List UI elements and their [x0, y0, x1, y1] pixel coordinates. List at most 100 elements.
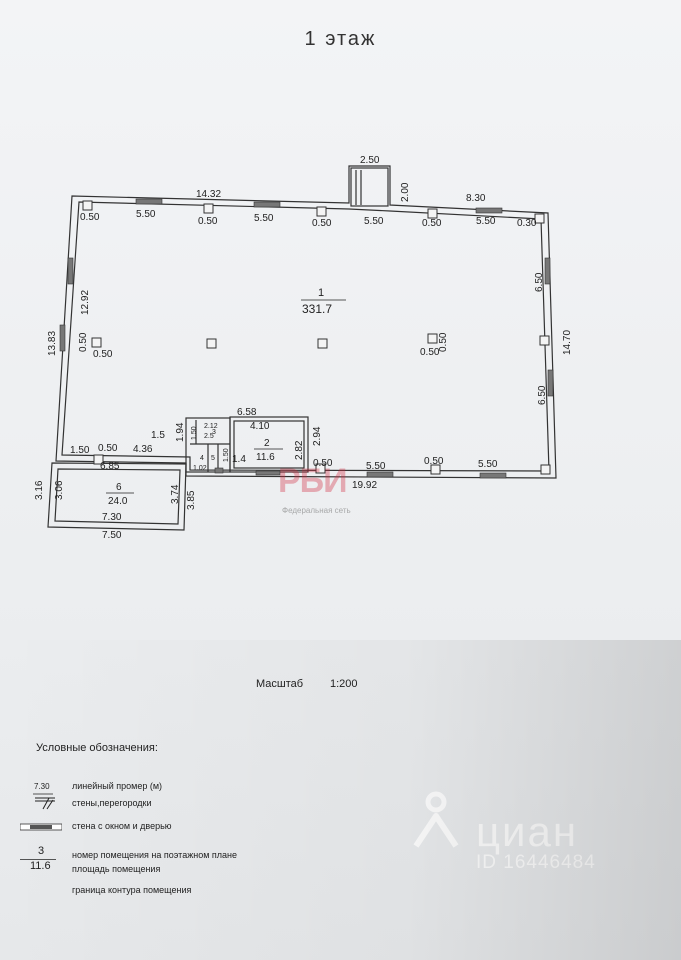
rbi-watermark-caption: Федеральная сеть — [282, 506, 351, 515]
dim-entrance-depth: 2.00 — [400, 182, 411, 202]
dim-small-room: 1.50 — [191, 426, 198, 440]
dim-corridor-depth: 1.94 — [175, 422, 186, 442]
legend-window-wall: стена с окном и дверью — [72, 821, 172, 831]
rbi-watermark: РБИ — [278, 462, 348, 500]
column — [91, 337, 102, 348]
dim-room2-bottom: 1.4 — [232, 454, 246, 465]
cian-listing-id: ID 16446484 — [476, 852, 596, 873]
door — [255, 470, 281, 476]
window — [135, 198, 163, 205]
dim-left-column: 0.50 — [93, 349, 113, 360]
legend-walls-icon — [35, 797, 55, 810]
legend-room-number: номер помещения на поэтажном плане — [72, 850, 237, 860]
column — [534, 213, 545, 224]
dim-annex-right-outer: 3.85 — [186, 490, 197, 510]
dim-room2-width: 4.10 — [250, 421, 270, 432]
legend-sample-number: 3 — [38, 845, 45, 857]
window — [544, 257, 551, 285]
dim-bottom-total: 19.92 — [352, 480, 377, 491]
dim-top-right: 8.30 — [466, 193, 486, 204]
column — [315, 463, 326, 474]
dim-bottom-window: 5.50 — [366, 461, 386, 472]
dim-right-total: 14.70 — [562, 330, 573, 355]
annex-room-wall — [47, 462, 187, 531]
room-6-area: 24.0 — [108, 496, 128, 507]
column — [427, 208, 438, 219]
column — [430, 464, 441, 475]
legend-walls: стены,перегородки — [72, 798, 152, 808]
dim-annex-outer: 7.50 — [102, 530, 122, 541]
room-1-number: 1 — [318, 287, 324, 299]
column — [540, 464, 551, 475]
floor-title: 1 этаж — [304, 28, 377, 50]
dim-top-window: 5.50 — [476, 216, 496, 227]
dim-top-pier: 0.50 — [422, 218, 442, 229]
dim-small-room: 2.5 — [204, 433, 214, 440]
room-2-area: 11.6 — [256, 452, 275, 463]
legend-measure-line — [33, 793, 53, 795]
column — [206, 338, 217, 349]
legend-window-wall-icon — [20, 823, 62, 831]
dim-right-column: 0.50 — [420, 347, 440, 358]
dim-corridor: 1.5 — [151, 430, 165, 441]
dim-top-window: 5.50 — [364, 216, 384, 227]
dim-annex-top: 6.85 — [100, 461, 120, 472]
dim-top-pier: 0.50 — [198, 216, 218, 227]
column — [539, 335, 550, 346]
dim-left-upper: 12.92 — [80, 290, 91, 315]
scale-value: 1:200 — [330, 678, 358, 690]
room-2-inner — [233, 420, 305, 469]
dim-top-window: 5.50 — [254, 213, 274, 224]
dim-top-window: 5.50 — [136, 209, 156, 220]
window — [253, 201, 281, 208]
legend-sample-divider — [20, 859, 56, 860]
door — [214, 467, 224, 474]
hall-inner-wall — [61, 201, 550, 472]
dim-room2-top: 6.58 — [237, 407, 257, 418]
dim-bottom-segment: 4.36 — [133, 444, 153, 455]
room-1-area: 331.7 — [302, 302, 332, 316]
dim-bottom-pier: 0.50 — [98, 443, 118, 454]
column — [316, 206, 327, 217]
dim-top-corner: 0.30 — [517, 218, 537, 229]
room-5-number: 5 — [211, 455, 215, 462]
dim-bottom-pier: 0.50 — [313, 458, 333, 469]
dim-room2-depth: 2.82 — [294, 440, 305, 460]
dim-right-pier: 0.50 — [438, 332, 449, 352]
annex-room-inner — [54, 468, 181, 525]
column — [203, 203, 214, 214]
dim-bottom-left: 1.50 — [70, 445, 90, 456]
legend-contour: граница контура помещения — [72, 885, 192, 895]
window — [479, 472, 507, 479]
legend-measure: линейный промер (м) — [72, 781, 163, 791]
dim-top-pier: 0.50 — [312, 218, 332, 229]
scale-label: Масштаб — [256, 678, 304, 690]
legend-title: Условные обозначения: — [36, 742, 158, 754]
dim-top-total: 14.32 — [196, 189, 221, 200]
window — [67, 257, 74, 285]
column — [427, 333, 438, 344]
window — [366, 471, 394, 478]
legend-room-area: площадь помещения — [72, 864, 161, 874]
legend-sample-measure: 7.30 — [34, 782, 50, 791]
column — [317, 338, 328, 349]
column — [93, 454, 104, 465]
cian-logo-icon — [413, 791, 459, 848]
dim-annex-left-inner: 3.06 — [54, 480, 65, 500]
dim-small-room: 2.12 — [204, 423, 218, 430]
dim-right-upper: 6.50 — [534, 272, 545, 292]
dim-bottom-pier: 0.50 — [424, 456, 444, 467]
hall-outer-wall — [55, 165, 557, 479]
dim-room2-depth-outer: 2.94 — [312, 426, 323, 446]
dim-annex-right-inner: 3.74 — [170, 484, 181, 504]
entrance-vestibule — [350, 167, 389, 207]
room-6-number: 6 — [116, 482, 122, 493]
dim-bottom-window: 5.50 — [478, 459, 498, 470]
room-3-number: 3 — [212, 429, 216, 436]
dim-annex-left-outer: 3.16 — [34, 480, 45, 500]
legend-sample-area: 11.6 — [30, 860, 51, 872]
dim-small-room: 1.02 — [193, 465, 207, 472]
window — [59, 324, 66, 352]
room-2-number: 2 — [264, 438, 270, 449]
